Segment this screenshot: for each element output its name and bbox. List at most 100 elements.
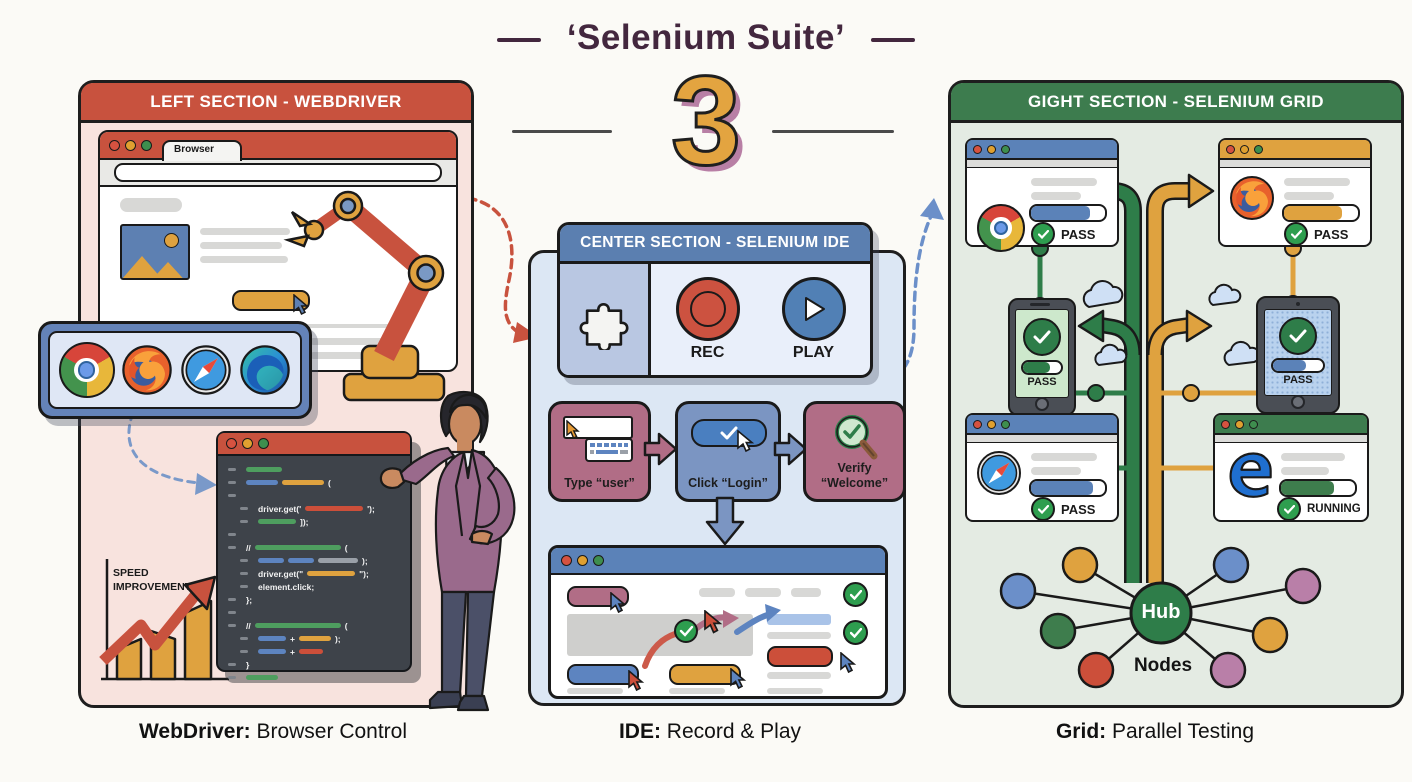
caption-ide: IDE: Record & Play [619, 720, 801, 744]
firefox-icon [1230, 176, 1274, 220]
text-line [1284, 178, 1350, 186]
magnifier-check-icon [835, 415, 878, 460]
firefox-icon[interactable] [120, 343, 174, 397]
rec-button[interactable] [675, 277, 740, 341]
code-token: ]); [300, 516, 309, 527]
center-section-header: CENTER SECTION - SELENIUM IDE [560, 225, 870, 264]
caption-rest: Record & Play [660, 720, 802, 743]
number-right-line [772, 130, 894, 133]
replay-path-arrows [642, 604, 781, 669]
speed-chart-label: SPEED IMPROVEMENT [113, 566, 191, 594]
caption-bold: IDE: [618, 720, 661, 743]
highlight-line [767, 614, 831, 625]
window-controls[interactable] [561, 555, 604, 566]
text-line [1284, 192, 1334, 200]
login-button[interactable] [691, 419, 767, 447]
check-icon [1277, 497, 1301, 521]
text-line [1031, 453, 1097, 461]
grid-window-edge: RUNNING [1213, 413, 1369, 522]
nodes-label: Nodes [1133, 655, 1193, 676]
code-token: ); [362, 555, 368, 566]
grid-window-chrome: PASS [965, 138, 1119, 252]
left-section-header: LEFT SECTION - WEBDRIVER [81, 83, 471, 123]
right-section-panel: GIGHT SECTION - SELENIUM GRID [948, 80, 1404, 708]
grid-window-firefox: PASS [1218, 138, 1372, 247]
caption-grid: Grid: Parallel Testing [1056, 720, 1254, 744]
text-line [1031, 192, 1081, 200]
caption-webdriver: WebDriver: Browser Control [139, 720, 407, 744]
heading-placeholder [120, 198, 182, 212]
icons-to-code-arrow [127, 411, 217, 495]
text-line [1031, 178, 1097, 186]
chrome-icon[interactable] [58, 342, 115, 398]
status-text: PASS [1314, 226, 1349, 242]
status-text: PASS [1061, 226, 1096, 242]
safari-icon [977, 451, 1021, 495]
text-line [767, 672, 831, 679]
element-pill-blue[interactable] [567, 664, 639, 685]
edge-legacy-icon [1229, 452, 1272, 498]
code-token: // [246, 620, 251, 631]
cursor-icon [293, 294, 310, 316]
code-token: "); [359, 568, 369, 579]
title-left-dash [496, 37, 541, 42]
presenter-person [379, 390, 516, 712]
step-label: Verify “Welcome” [806, 461, 903, 491]
text-line [791, 588, 821, 597]
status-badge: PASS [1031, 222, 1095, 246]
right-section-header: GIGHT SECTION - SELENIUM GRID [951, 83, 1401, 123]
sun-icon [164, 233, 179, 248]
check-icon [1031, 497, 1055, 521]
check-icon [1023, 318, 1061, 356]
cursor-icon [610, 592, 627, 614]
browser-icons-bar [38, 321, 312, 419]
chrome-icon [977, 204, 1025, 252]
code-token: } [246, 659, 250, 670]
text-line [200, 228, 290, 235]
step-label-line1: Verify [837, 461, 872, 475]
text-line [699, 588, 735, 597]
cursor-icon [840, 652, 857, 674]
code-token: + [290, 646, 295, 657]
element-pill-red[interactable] [767, 646, 833, 667]
title-right-dash [871, 37, 916, 42]
rec-play-cell: REC PLAY [651, 264, 870, 375]
code-token: driver.get(' [258, 503, 302, 514]
step-label-line2: “Welcome” [820, 476, 889, 490]
grid-window-safari: PASS [965, 413, 1119, 522]
page-title: ‘Selenium Suite’ [566, 18, 846, 57]
page-title-row: ‘Selenium Suite’ [0, 18, 1412, 58]
check-icon [1284, 222, 1308, 246]
rec-label: REC [690, 344, 725, 361]
cursor-icon [704, 610, 723, 634]
ide-toolbar-box: CENTER SECTION - SELENIUM IDE REC [557, 222, 873, 378]
text-line [310, 338, 388, 345]
speed-improvement-chart [99, 559, 229, 681]
code-token: '); [367, 503, 375, 514]
code-area: ( driver.get(''); ]); //( ); driver.get(… [218, 456, 410, 691]
window-controls[interactable] [226, 438, 269, 449]
workflow-arrow-2 [773, 432, 808, 466]
caption-rest: Browser Control [250, 720, 408, 743]
step-verify-welcome: Verify “Welcome” [803, 401, 906, 502]
step-click-login: Click “Login” [675, 401, 781, 502]
speed-label-line1: SPEED [113, 567, 149, 579]
edge-icon[interactable] [238, 343, 292, 397]
text-line [310, 352, 380, 359]
text-line [200, 256, 288, 263]
workflow-arrow-1 [643, 432, 678, 466]
safari-icon[interactable] [179, 343, 233, 397]
left-section-panel: LEFT SECTION - WEBDRIVER Browser [38, 80, 474, 708]
status-text: RUNNING [1307, 503, 1361, 515]
code-editor: ( driver.get(''); ]); //( ); driver.get(… [216, 431, 412, 680]
cta-button[interactable] [232, 290, 310, 311]
content-block [567, 614, 753, 656]
status-text: PASS [1027, 376, 1057, 388]
browser-tab[interactable]: Browser [162, 139, 243, 161]
url-bar[interactable] [114, 163, 442, 182]
text-line [567, 688, 623, 694]
play-button[interactable] [781, 277, 846, 341]
grid-device-phone: PASS [1008, 298, 1076, 416]
window-controls[interactable] [109, 139, 152, 151]
element-pill-orange[interactable] [669, 664, 741, 685]
